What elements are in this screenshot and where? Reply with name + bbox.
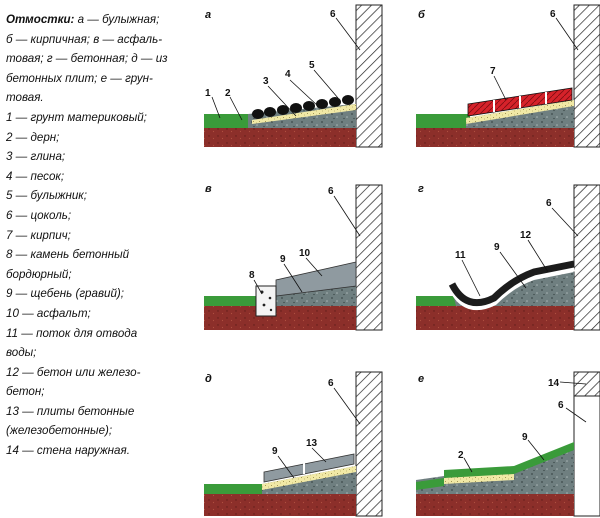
panel-c-turf: [204, 296, 258, 306]
panel-f-leaders: [463, 381, 587, 473]
panel-b-plinth: [573, 4, 600, 148]
legend-item-9: 9 — щебень (гравий);: [6, 287, 124, 301]
panel-a-callout-6: 6: [330, 9, 336, 20]
panel-a-sand: [252, 104, 356, 124]
panel-b: б 7 6: [416, 4, 600, 148]
panel-a-callout-5: 5: [309, 60, 315, 71]
panel-c-curb-stone: [255, 285, 277, 317]
panel-b-subsoil: [416, 128, 574, 147]
panel-e-turf: [204, 484, 262, 494]
panel-f-turf-low: [416, 478, 444, 490]
panel-d: г 11 9 12 6: [416, 183, 600, 331]
legend-item-6: 6 — цоколь;: [6, 208, 72, 222]
legend: Отмостки: а — булыжная; б — кирпичная; в…: [6, 10, 196, 461]
legend-item-8: 8 — камень бетонный бордюрный;: [6, 248, 130, 281]
panel-d-concrete: [448, 260, 575, 307]
panel-d-leaders: [461, 207, 579, 297]
panel-a-callout-2: 2: [225, 88, 231, 99]
panel-d-turf: [416, 296, 456, 306]
panel-f: е 2 9 6 14: [416, 371, 600, 517]
panel-c-callout-8: 8: [249, 270, 255, 281]
panel-c-plinth: [355, 184, 383, 331]
panel-e-callout-13: 13: [306, 438, 318, 449]
panel-e-leaders: [277, 387, 361, 479]
panel-d-letter: г: [418, 183, 424, 195]
legend-item-13: 13 — плиты бетонные (железобетонные);: [6, 404, 135, 438]
legend-item-11: 11 — поток для отвода воды;: [6, 326, 138, 360]
legend-item-2: 2 — дерн;: [6, 130, 60, 144]
panel-f-callout-2: 2: [458, 450, 464, 461]
panel-b-callout-7: 7: [490, 66, 496, 77]
panel-c-leaders: [253, 195, 361, 295]
legend-title: Отмостки: а — булыжная;: [6, 10, 196, 30]
panel-b-letter: б: [418, 9, 426, 21]
panel-c-callout-9: 9: [280, 254, 286, 265]
panel-f-subsoil: [416, 494, 574, 516]
panel-a-cobbles: [252, 95, 354, 119]
legend-item-1: 1 — грунт материковый;: [6, 110, 147, 124]
legend-title-line-1-rest: а — булыжная;: [74, 13, 160, 26]
panel-d-callout-11: 11: [455, 250, 466, 261]
panel-e-sand: [262, 466, 356, 490]
panel-d-callout-12: 12: [520, 230, 532, 241]
panel-c-asphalt: [275, 261, 357, 297]
panel-f-plinth: [573, 395, 600, 517]
panel-c-callout-6: 6: [328, 186, 334, 197]
legend-item-3: 3 — глина;: [6, 150, 66, 164]
legend-title-line-2: б — кирпичная; в — асфаль-: [6, 32, 163, 46]
panel-b-leaders: [493, 17, 579, 101]
panel-f-turf: [444, 442, 574, 478]
panel-d-callout-9: 9: [494, 242, 500, 253]
panel-f-letter: е: [418, 373, 424, 385]
panel-e-letter: д: [205, 373, 212, 385]
panel-b-brick-joints: [493, 92, 547, 112]
legend-item-14: 14 — стена наружная.: [6, 444, 130, 458]
panel-e: д 9 13 6: [204, 371, 383, 517]
panel-b-sand: [466, 100, 574, 124]
panel-a-plinth: [355, 4, 383, 148]
panel-a: а 1 2 3 4 5 6: [204, 4, 383, 148]
legend-title-line-5: товая.: [6, 91, 44, 105]
panel-d-plinth: [573, 184, 600, 331]
panel-f-callout-6: 6: [558, 400, 564, 411]
panel-c-gravel: [276, 286, 356, 306]
panel-a-callout-1: 1: [205, 88, 211, 99]
panel-a-callout-4: 4: [285, 69, 291, 80]
legend-title-line-3: товая; г — бетонная; д — из: [6, 52, 168, 66]
panel-a-leaders: [211, 17, 361, 121]
legend-title-line-4: бетонных плит; е — грун-: [6, 71, 153, 85]
panel-e-callout-9: 9: [272, 446, 278, 457]
panel-d-subsoil: [416, 306, 574, 330]
panel-e-callout-6: 6: [328, 378, 334, 389]
legend-item-7: 7 — кирпич;: [6, 228, 71, 242]
panel-e-subsoil: [204, 494, 356, 516]
panel-c-subsoil: [204, 306, 356, 330]
panel-c-callout-10: 10: [299, 248, 311, 259]
panel-d-callout-6: 6: [546, 198, 552, 209]
panel-a-callout-3: 3: [263, 76, 269, 87]
panel-b-callout-6: 6: [550, 9, 556, 20]
legend-item-5: 5 — булыжник;: [6, 189, 87, 203]
panel-b-turf: [416, 114, 470, 128]
legend-item-10: 10 — асфальт;: [6, 306, 91, 320]
legend-item-12: 12 — бетон или железо- бетон;: [6, 365, 141, 399]
panel-e-plinth: [355, 371, 383, 517]
panel-a-turf: [204, 114, 252, 128]
panel-c-letter: в: [205, 183, 212, 195]
panel-f-callout-14: 14: [548, 378, 560, 389]
panel-a-subsoil: [204, 128, 356, 147]
panel-c: в 8 9 10 6: [204, 183, 383, 331]
legend-title-term: Отмостки:: [6, 13, 75, 26]
panel-f-outer-wall: [573, 371, 600, 397]
panel-a-letter: а: [205, 9, 211, 21]
legend-item-4: 4 — песок;: [6, 169, 65, 183]
panel-f-callout-9: 9: [522, 432, 528, 443]
